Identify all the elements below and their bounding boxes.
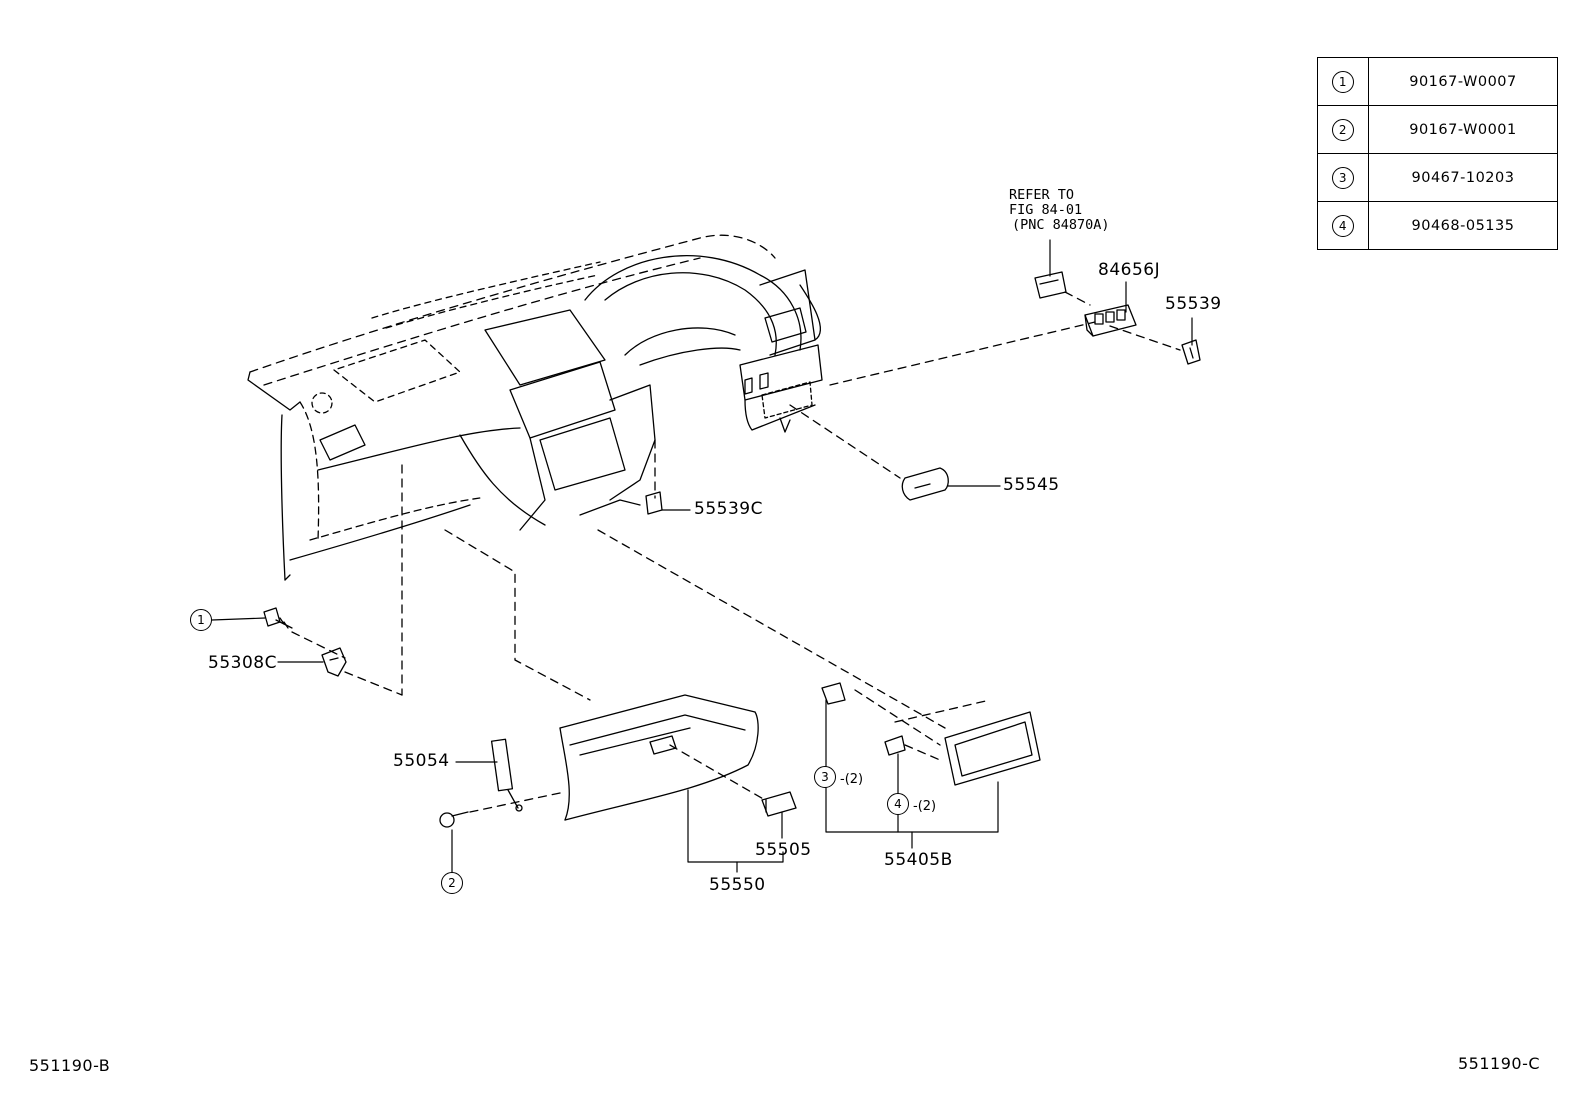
callout-4-marker: 4 (1332, 214, 1354, 237)
table-row: 1 90167-W0007 (1317, 57, 1558, 106)
clip-55539c (645, 491, 663, 515)
part-label-55539[interactable]: 55539 (1165, 294, 1222, 314)
part-number-cell: 90167-W0001 (1368, 105, 1558, 154)
cover-55545 (901, 467, 949, 501)
part-label-55539c[interactable]: 55539C (694, 499, 763, 519)
callout-1-marker: 1 (1332, 70, 1354, 93)
part-number-cell: 90467-10203 (1368, 153, 1558, 202)
part-label-55505[interactable]: 55505 (755, 840, 812, 860)
damper-55054 (490, 738, 523, 812)
label-connectors (211, 239, 1193, 873)
callout-2-marker: 2 (441, 872, 463, 894)
instrument-panel-illustration (247, 234, 823, 581)
box-55405b (821, 682, 1041, 786)
reference-parts-table: 1 90167-W0007 2 90167-W0001 3 90467-1020… (1317, 57, 1558, 250)
part-label-55054[interactable]: 55054 (393, 751, 450, 771)
refer-note-line2: FIG 84-01 (1009, 202, 1083, 218)
bracket-55308c (321, 647, 347, 677)
part-number-cell: 90468-05135 (1368, 201, 1558, 250)
part-label-55405b[interactable]: 55405B (884, 850, 953, 870)
footer-left-code: 551190-B (29, 1056, 111, 1075)
refer-note-line1: REFER TO (1009, 187, 1075, 203)
cap-55539 (1181, 339, 1201, 365)
callout-4-marker: 4 (887, 793, 909, 815)
callout-3-marker: 3 (1332, 166, 1354, 189)
switch-84656j (1084, 304, 1137, 337)
table-row: 2 90167-W0001 (1317, 105, 1558, 154)
callout-3-marker: 3 (814, 766, 836, 788)
glove-box-55550 (559, 694, 759, 821)
refer-note-line3: (PNC 84870A) (1012, 217, 1110, 233)
screw-1 (263, 607, 293, 629)
part-label-55308c[interactable]: 55308C (208, 653, 277, 673)
part-label-84656j[interactable]: 84656J (1098, 260, 1161, 280)
lock-55505 (761, 791, 797, 817)
switch-reference-part (1034, 271, 1067, 299)
table-row: 3 90467-10203 (1317, 153, 1558, 202)
screw-2 (439, 811, 469, 828)
part-label-55550[interactable]: 55550 (709, 875, 766, 895)
table-row: 4 90468-05135 (1317, 201, 1558, 250)
callout-2-marker: 2 (1332, 118, 1354, 141)
part-label-55545[interactable]: 55545 (1003, 475, 1060, 495)
part-number-cell: 90167-W0007 (1368, 57, 1558, 106)
callout-3-quantity: -(2) (840, 772, 864, 787)
leader-lines (291, 291, 1181, 813)
callout-4-quantity: -(2) (913, 799, 937, 814)
callout-1-marker: 1 (190, 609, 212, 631)
footer-right-code: 551190-C (1458, 1054, 1541, 1073)
